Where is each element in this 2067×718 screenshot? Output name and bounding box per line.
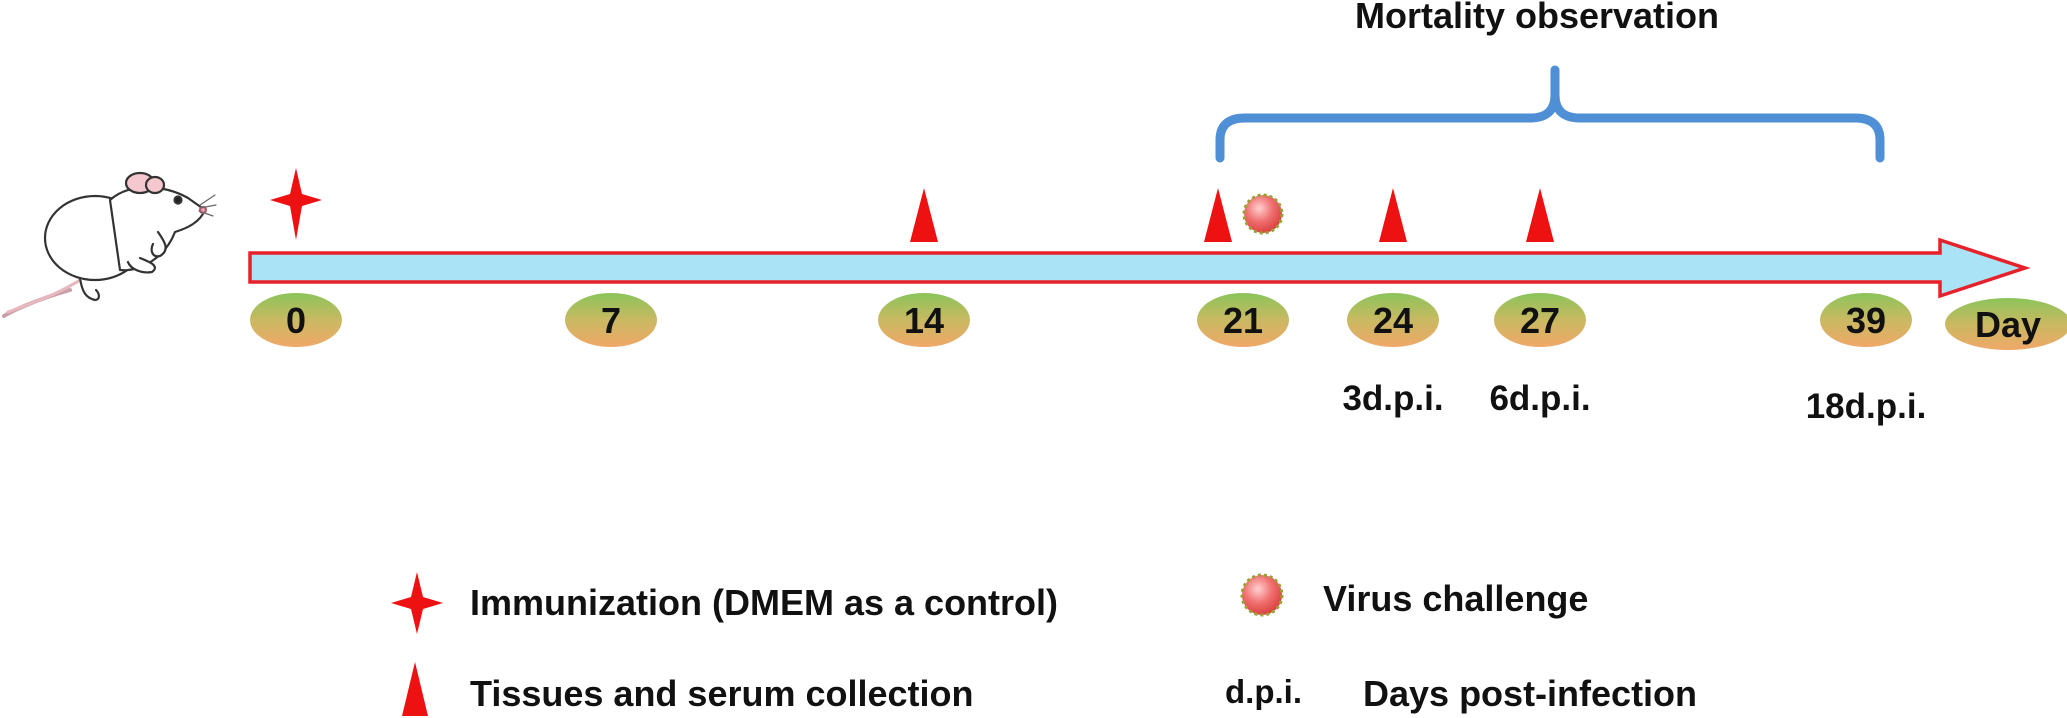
legend-dpi-label: Days post-infection <box>1363 673 1697 714</box>
day-pill <box>1494 293 1586 347</box>
day-pill <box>1347 293 1439 347</box>
legend-item-collection: Tissues and serum collection <box>402 662 974 716</box>
day-pill <box>1820 293 1912 347</box>
timepoint-day-39: 39 18d.p.i. <box>1806 293 1927 426</box>
four-point-star-icon <box>391 572 443 634</box>
day-label: 39 <box>1846 300 1886 341</box>
legend-item-dpi: d.p.i. Days post-infection <box>1225 673 1697 714</box>
day-label: 0 <box>286 300 306 341</box>
day-label: 27 <box>1520 300 1560 341</box>
legend-item-virus: Virus challenge <box>1240 573 1588 619</box>
timepoint-day-24: 24 3d.p.i. <box>1342 188 1444 418</box>
day-label: 21 <box>1223 300 1263 341</box>
legend-collection-label: Tissues and serum collection <box>470 673 974 714</box>
collection-marker <box>1526 188 1554 242</box>
day-pill <box>878 293 970 347</box>
legend-dpi-abbr: d.p.i. <box>1225 673 1302 710</box>
unit-pill: Day <box>1945 298 2067 350</box>
day-label: 7 <box>601 300 621 341</box>
day-pill <box>250 293 342 347</box>
day-label: 24 <box>1373 300 1413 341</box>
virus-challenge-marker <box>1242 193 1284 235</box>
timepoint-day-0: 0 <box>250 168 342 347</box>
day-pill <box>565 293 657 347</box>
collection-marker <box>1204 188 1232 242</box>
timeline-arrow <box>248 237 2031 299</box>
legend-immunization-label: Immunization (DMEM as a control) <box>470 582 1058 623</box>
mortality-brace <box>1215 65 1885 163</box>
dpi-label: 6d.p.i. <box>1489 379 1590 418</box>
unit-label: Day <box>1975 304 2041 345</box>
dpi-label: 3d.p.i. <box>1342 379 1443 418</box>
mortality-title: Mortality observation <box>1355 0 1719 36</box>
collection-marker <box>910 188 938 242</box>
mouse-icon <box>2 171 217 318</box>
legend-virus-label: Virus challenge <box>1323 578 1588 619</box>
dpi-label: 18d.p.i. <box>1806 387 1927 426</box>
immunization-marker <box>270 168 322 240</box>
red-triangle-icon <box>402 662 428 716</box>
timepoint-day-14: 14 <box>878 188 970 347</box>
timepoint-day-7: 7 <box>565 293 657 347</box>
legend-item-immunization: Immunization (DMEM as a control) <box>391 572 1058 634</box>
day-pill <box>1197 293 1289 347</box>
virus-particle-icon <box>1240 573 1284 617</box>
timepoint-day-21: 21 <box>1197 188 1289 347</box>
timepoint-day-27: 27 6d.p.i. <box>1489 188 1591 418</box>
collection-marker <box>1379 188 1407 242</box>
legend: Immunization (DMEM as a control) Virus c… <box>391 572 1697 716</box>
day-label: 14 <box>904 300 944 341</box>
